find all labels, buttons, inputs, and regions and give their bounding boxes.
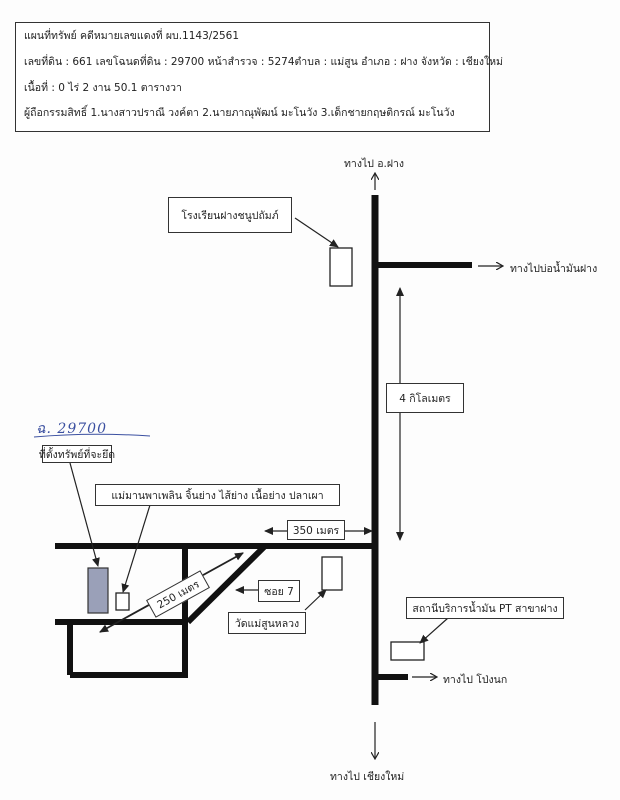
distance-4km-label: 4 กิโลเมตร	[386, 383, 464, 413]
soi-label: ซอย 7	[258, 580, 300, 602]
school-leader	[294, 217, 339, 248]
distance-350m-label: 350 เมตร	[287, 520, 345, 540]
land-area: เนื้อที่ : 0 ไร่ 2 งาน 50.1 ตารางวา	[24, 82, 182, 94]
property-label: ที่ตั้งทรัพย์ที่จะยึด	[39, 445, 115, 463]
school-building	[329, 247, 353, 287]
gas-station-leader	[419, 617, 449, 644]
handwritten-deed-number: ฉ. 29700	[36, 421, 107, 437]
restaurant-label: แม่มานพาเพลิน จิ้นย่าง ไส้ย่าง เนื้อย่าง…	[95, 484, 340, 506]
restaurant-building	[115, 592, 130, 611]
deed-details: เลขที่ดิน : 661 เลขโฉนดที่ดิน : 29700 หน…	[24, 56, 503, 68]
temple-label: วัดแม่สูนหลวง	[228, 612, 306, 634]
temple-building	[321, 556, 343, 591]
map-title: แผนที่ทรัพย์ คดีหมายเลขแดงที่ ผบ.1143/25…	[24, 30, 240, 42]
property-leader	[69, 462, 100, 567]
temple-leader	[304, 589, 327, 611]
owners-list: ผู้ถือกรรมสิทธิ์ 1.นางสาวปราณี วงค์ตา 2.…	[24, 107, 455, 119]
label-to-oil-well: ทางไปบ่อน้ำมันฝาง	[510, 263, 598, 275]
property-info-box: แผนที่ทรัพย์ คดีหมายเลขแดงที่ ผบ.1143/25…	[15, 22, 503, 132]
restaurant-leader	[121, 504, 151, 593]
label-to-pong-nok: ทางไป โป่งนก	[443, 674, 508, 686]
gas-station-label: สถานีบริการน้ำมัน PT สาขาฝาง	[406, 597, 564, 619]
school-label: โรงเรียนฝางชนูปถัมภ์	[168, 197, 292, 233]
label-to-chiang-mai: ทางไป เชียงใหม่	[330, 771, 405, 783]
label-to-fang: ทางไป อ.ฝาง	[344, 158, 405, 170]
handwriting-underline	[33, 433, 151, 438]
gas-station-building	[390, 641, 425, 661]
property-parcel	[87, 567, 109, 614]
